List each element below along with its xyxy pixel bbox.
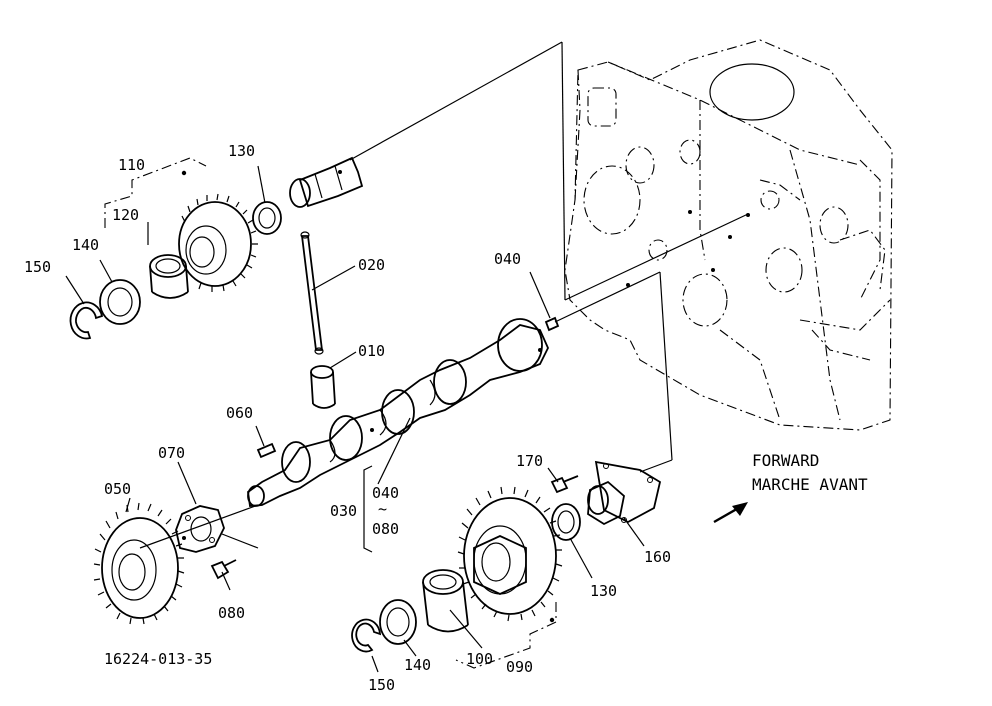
callout-030: 030: [330, 502, 357, 520]
camshaft-key: [256, 442, 277, 459]
lower-idle-shaft: [587, 460, 662, 526]
callout-140-top: 140: [72, 236, 99, 254]
callout-110: 110: [118, 156, 145, 174]
thrust-washer-bottom: [551, 503, 581, 541]
callout-150-top: 150: [24, 258, 51, 276]
collar-bottom: [379, 599, 417, 645]
thrust-plate: [175, 505, 225, 553]
collar-top: [99, 279, 141, 325]
direction-arrow-icon: [713, 502, 748, 524]
lower-idle-gear: [457, 486, 563, 623]
engine-block: [564, 39, 893, 431]
callout-120: 120: [112, 206, 139, 224]
idle-gear: [178, 170, 258, 292]
direction-marche-avant: MARCHE AVANT: [752, 475, 868, 494]
callout-leaders: [65, 165, 645, 673]
direction-forward: FORWARD: [752, 451, 819, 470]
bolt-170: [550, 475, 579, 494]
callout-100: 100: [466, 650, 493, 668]
callout-010: 010: [358, 342, 385, 360]
callout-140-bottom: 140: [404, 656, 431, 674]
callout-160: 160: [644, 548, 671, 566]
idle-gear-group: [69, 156, 364, 340]
direction-note: FORWARD MARCHE AVANT: [713, 451, 868, 524]
callout-040-mid: 040: [372, 484, 399, 502]
callout-020: 020: [358, 256, 385, 274]
plug-040: [544, 316, 560, 332]
callout-050: 050: [104, 480, 131, 498]
callout-150-bottom: 150: [368, 676, 395, 694]
callout-130-bottom: 130: [590, 582, 617, 600]
bolt-080: [210, 559, 237, 580]
idle-gear-bushing: [149, 254, 189, 299]
callout-060: 060: [226, 404, 253, 422]
callout-170: 170: [516, 452, 543, 470]
callout-090: 090: [506, 658, 533, 676]
callout-080-bottom: 080: [218, 604, 245, 622]
idle-gear-shaft: [289, 156, 364, 208]
thrust-washer-top: [252, 201, 282, 235]
tappet: [310, 365, 336, 409]
callout-130-top: 130: [228, 142, 255, 160]
callout-080-mid: 080: [372, 520, 399, 538]
callout-labels: 110 130 120 140 150 020 040 010 060 070 …: [24, 142, 671, 694]
cam-gear: [93, 502, 186, 625]
push-rod: [300, 231, 324, 355]
callout-tilde: ~: [378, 500, 387, 518]
assembly-lines: [139, 41, 749, 549]
snap-ring-top: [69, 301, 104, 340]
callout-070: 070: [158, 444, 185, 462]
callout-040-top: 040: [494, 250, 521, 268]
lower-bushing: [422, 569, 469, 633]
drawing-number: 16224-013-35: [104, 650, 212, 668]
camshaft: [247, 318, 549, 507]
snap-ring-bottom: [351, 618, 382, 653]
